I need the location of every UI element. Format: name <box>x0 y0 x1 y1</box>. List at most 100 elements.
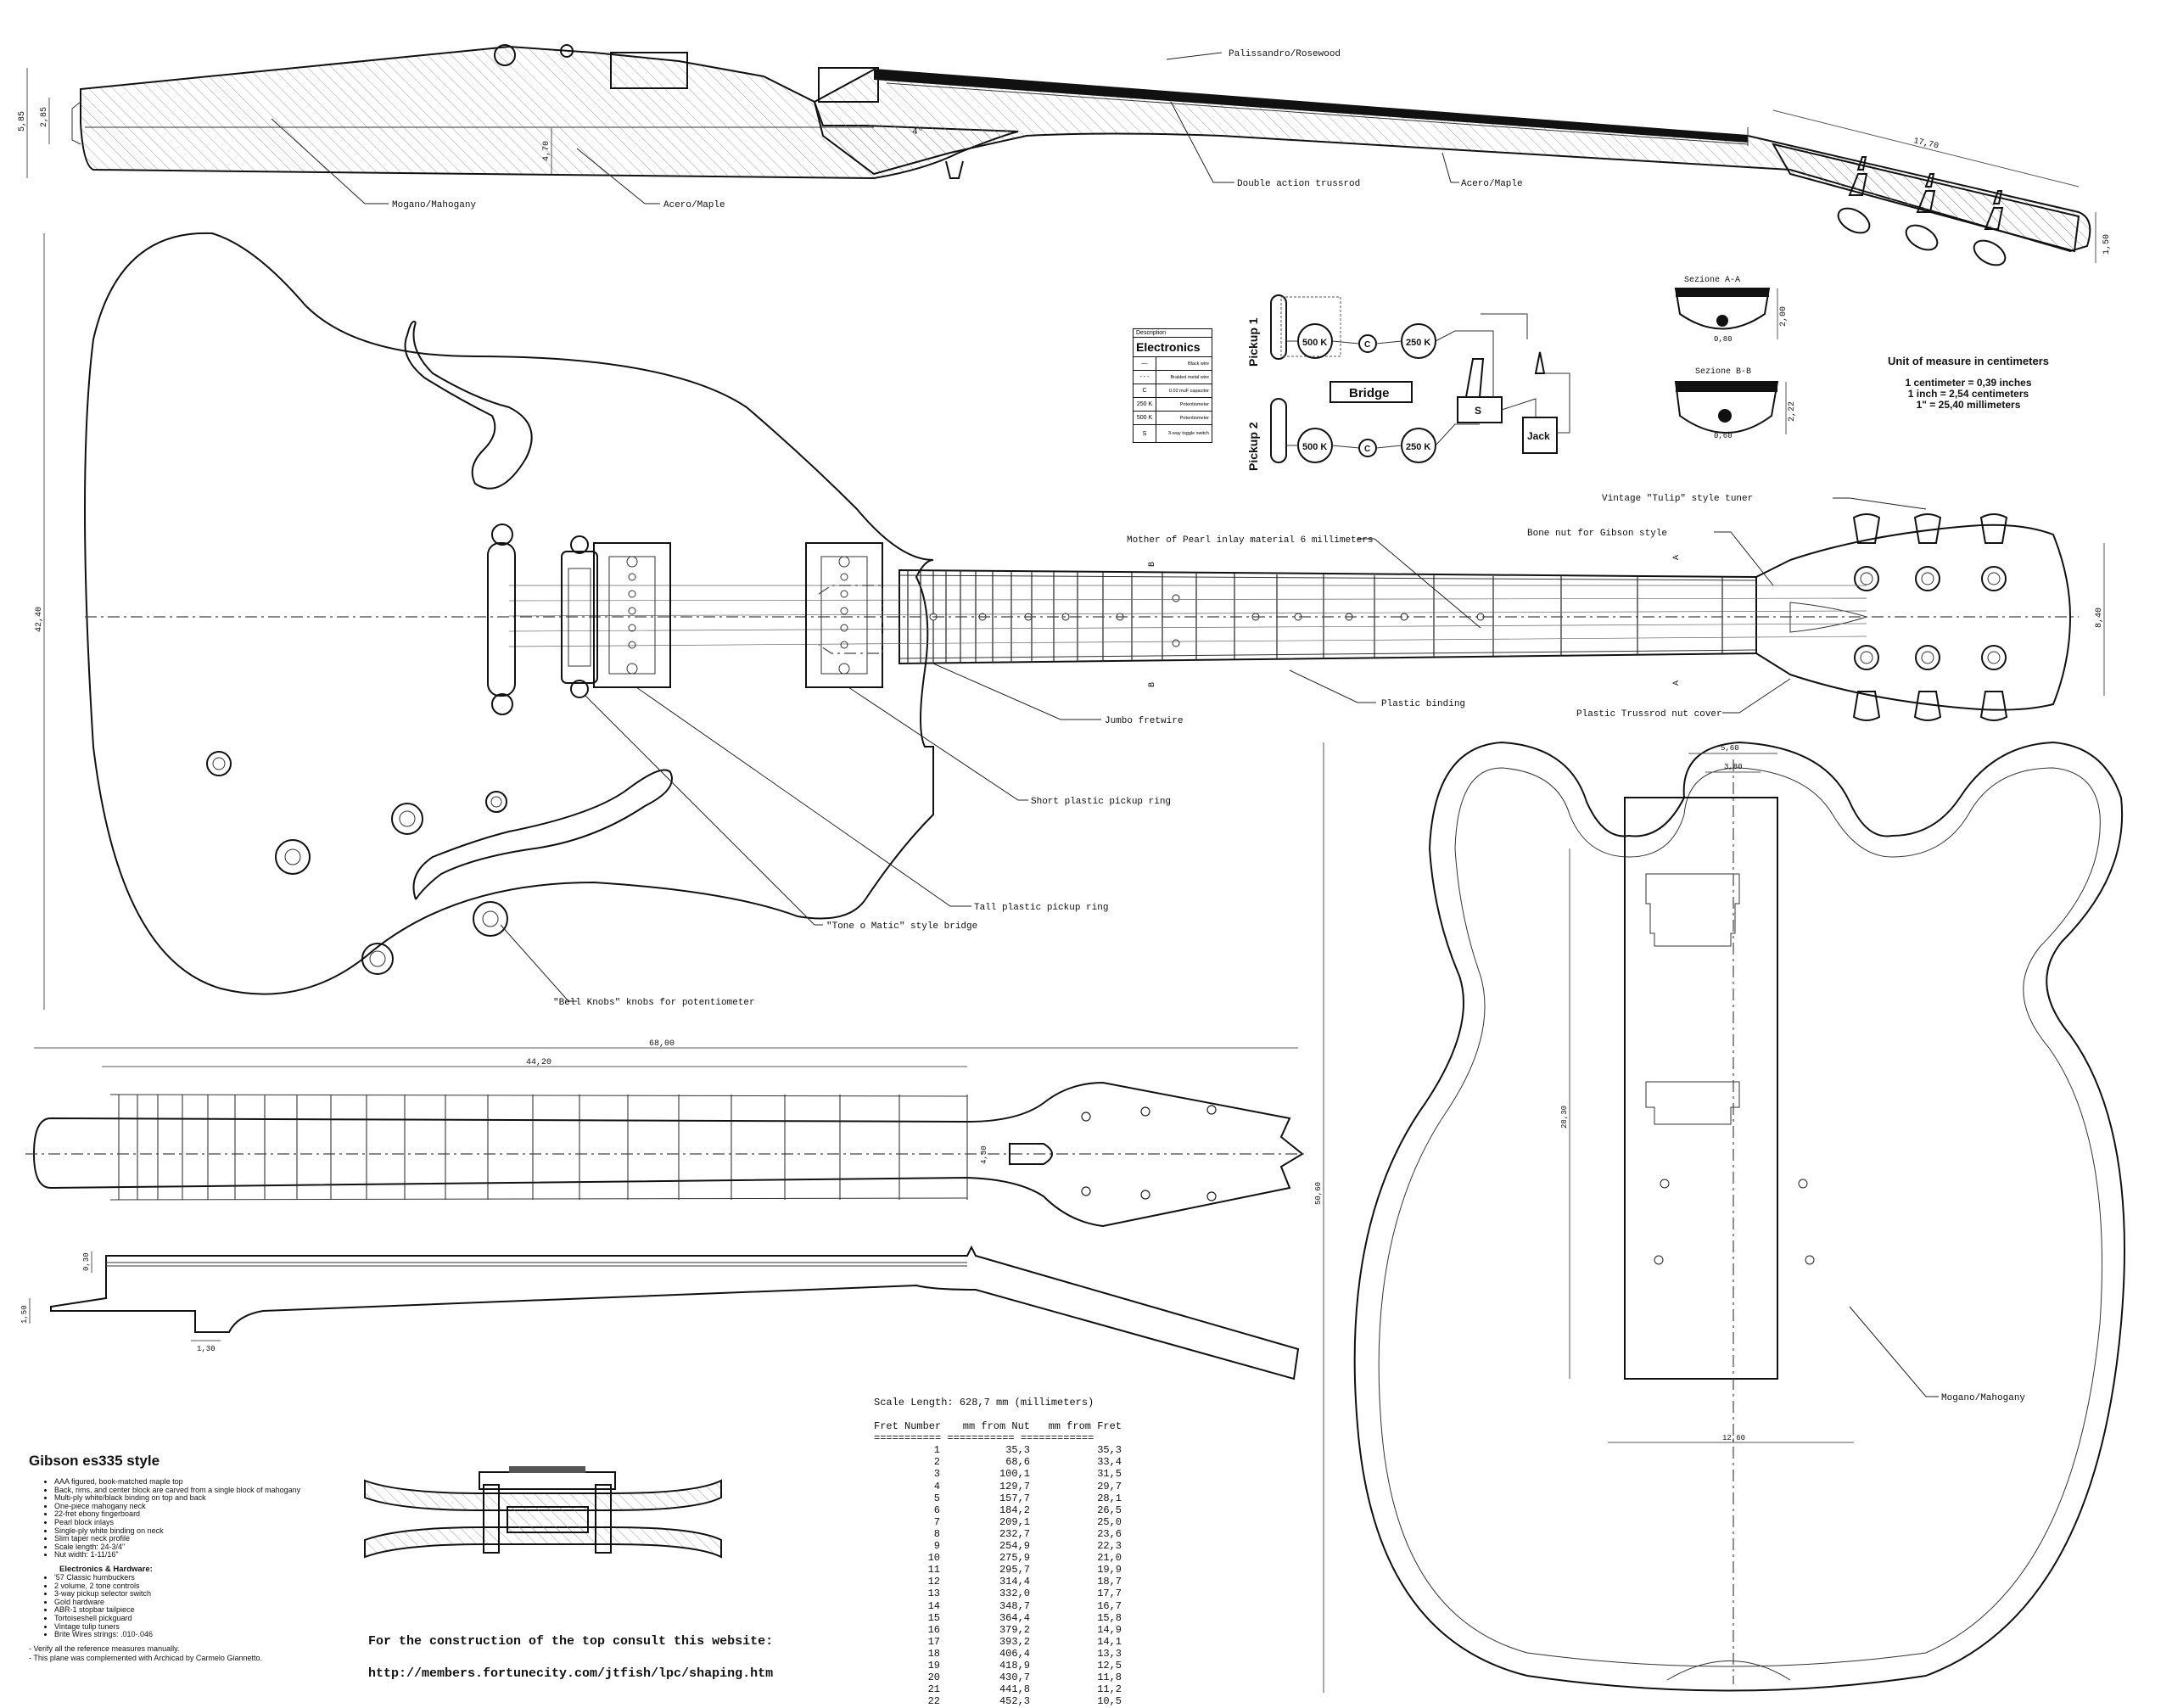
label-mahogany-side: Mogano/Mahogany <box>392 200 476 210</box>
fret-cell: 15 <box>927 1611 940 1624</box>
fret-cell: 16,7 <box>1097 1599 1122 1612</box>
fret-cell: 19,9 <box>1097 1564 1122 1576</box>
fret-cell: 21,0 <box>1097 1552 1122 1565</box>
units-title: Unit of measure in centimeters <box>1888 355 2049 367</box>
jack-label: Jack <box>1527 430 1550 442</box>
fret-cell: 254,9 <box>999 1540 1030 1553</box>
fret-cell: 9 <box>933 1540 940 1553</box>
hardware-item: Brite Wires strings: .010-.046 <box>54 1630 351 1639</box>
fret-cell: 15,8 <box>1097 1611 1122 1624</box>
fret-cell: 23,6 <box>1097 1527 1122 1540</box>
body-cross-section <box>364 1466 722 1559</box>
fret-cell: 275,9 <box>999 1552 1030 1565</box>
fret-row: 20 430,7 11,8 <box>874 1672 1128 1683</box>
a-mark-bottom: A <box>1672 680 1682 686</box>
fret-cell: 21 <box>927 1683 940 1696</box>
fret-cell: 441,8 <box>999 1683 1030 1696</box>
body-outline <box>84 232 934 995</box>
fret-cell: 10,5 <box>1097 1695 1122 1708</box>
fret-cell: 364,4 <box>999 1611 1030 1624</box>
col-header: mm from Nut <box>962 1420 1030 1433</box>
fretboard-side <box>874 70 1748 143</box>
spec-item: 22-fret ebony fingerboard <box>54 1510 351 1519</box>
spec-item: Slim taper neck profile <box>54 1535 351 1543</box>
label-tuner: Vintage "Tulip" style tuner <box>1602 494 1753 504</box>
fret-cell: 14,9 <box>1097 1623 1122 1636</box>
hardware-title: Electronics & Hardware: <box>59 1564 153 1574</box>
fret-cell: 3 <box>933 1468 940 1481</box>
elec-pickup2: Pickup 2 <box>1246 422 1260 471</box>
dim-head-width: 8,40 <box>2095 608 2104 628</box>
fret-cell: 33,4 <box>1097 1456 1122 1469</box>
fret-cell: 68,6 <box>1005 1456 1030 1469</box>
fret-cell: 6 <box>933 1504 940 1516</box>
fret-cell: 20 <box>927 1672 940 1684</box>
fret-table-header: Fret Number mm from Nut mm from Fret <box>874 1420 1128 1432</box>
fret-cell: 11,8 <box>1097 1672 1122 1684</box>
spec-item: AAA figured, book-matched maple top <box>54 1477 351 1487</box>
fret-cell: 18 <box>927 1647 940 1660</box>
fret-cell: 100,1 <box>999 1468 1030 1481</box>
fret-cell: 16 <box>927 1623 940 1636</box>
units-note: Unit of measure in centimeters 1 centime… <box>1884 355 2053 411</box>
legend-description: Description <box>1134 329 1212 338</box>
units-line: 1" = 25,40 millimeters <box>1916 399 2021 411</box>
fret-cell: 5 <box>933 1492 940 1504</box>
section-views: Sezione A-A 2,00 0,80 Sezione B-B 2,22 0… <box>1674 275 1797 440</box>
fret-cell: 10 <box>927 1552 940 1565</box>
dim-neck-total: 68,00 <box>649 1039 675 1049</box>
fret-cell: 4 <box>933 1480 940 1492</box>
f-hole-lower <box>412 769 673 900</box>
label-trussrod: Double action trussrod <box>1237 179 1360 189</box>
spec-item: Multi-ply white/black binding on top and… <box>54 1494 351 1503</box>
spec-item: Pearl block inlays <box>54 1518 351 1527</box>
fret-table-title: Scale Length: 628,7 mm (millimeters) <box>874 1397 1094 1408</box>
fret-table-rule: =========== =========== ============ <box>874 1432 1094 1445</box>
tuners-side <box>1837 156 2007 266</box>
dim-block-top1: 5,60 <box>1721 744 1739 753</box>
website-line1: For the construction of the top consult … <box>368 1634 774 1649</box>
fret-cell: 295,7 <box>999 1564 1030 1576</box>
control-knobs <box>206 751 508 975</box>
dim-neck-side2: 1,50 <box>20 1305 29 1324</box>
neck-top-view: 68,00 44,20 4,30 <box>25 1039 1307 1228</box>
b-mark-bottom: B <box>1148 682 1157 687</box>
pot-250k-2-label: 250 K <box>1406 442 1430 452</box>
page-title: Gibson es335 style <box>29 1453 160 1469</box>
dim-body-width: 42,40 <box>35 607 44 632</box>
fret-cell: 17,7 <box>1097 1588 1122 1600</box>
elec-pickup1: Pickup 1 <box>1246 317 1260 367</box>
pickup-bridge <box>593 542 671 688</box>
units-line: 1 centimeter = 0,39 inches <box>1905 377 2032 389</box>
dim-side-h1: 5,85 <box>18 111 27 132</box>
stopbar-tailpiece <box>487 524 516 715</box>
label-maple-neck: Acero/Maple <box>1461 179 1523 189</box>
spec-item: Nut width: 1-11/16" <box>54 1551 351 1560</box>
fret-cell: 129,7 <box>999 1480 1030 1492</box>
dim-body-len: 50,60 <box>1314 1182 1323 1205</box>
dim-neck-side3: 1,30 <box>197 1345 216 1353</box>
pot-500k-2-label: 500 K <box>1302 442 1327 452</box>
fret-cell: 12 <box>927 1576 940 1588</box>
dim-sec-a-w: 0,80 <box>1714 335 1733 344</box>
fret-cell: 157,7 <box>999 1492 1030 1504</box>
note-line: - This plane was complemented with Archi… <box>29 1653 262 1662</box>
fret-cell: 13,3 <box>1097 1647 1122 1660</box>
fret-cell: 393,2 <box>999 1635 1030 1648</box>
label-fretwire: Jumbo fretwire <box>1105 716 1183 726</box>
fret-cell: 379,2 <box>999 1623 1030 1636</box>
fret-cell: 430,7 <box>999 1672 1030 1684</box>
hardware-item: 2 volume, 2 tone controls <box>54 1582 351 1591</box>
side-view: 5,85 2,85 4,70 17,70 1,50 4° Palissandro… <box>18 44 2112 266</box>
